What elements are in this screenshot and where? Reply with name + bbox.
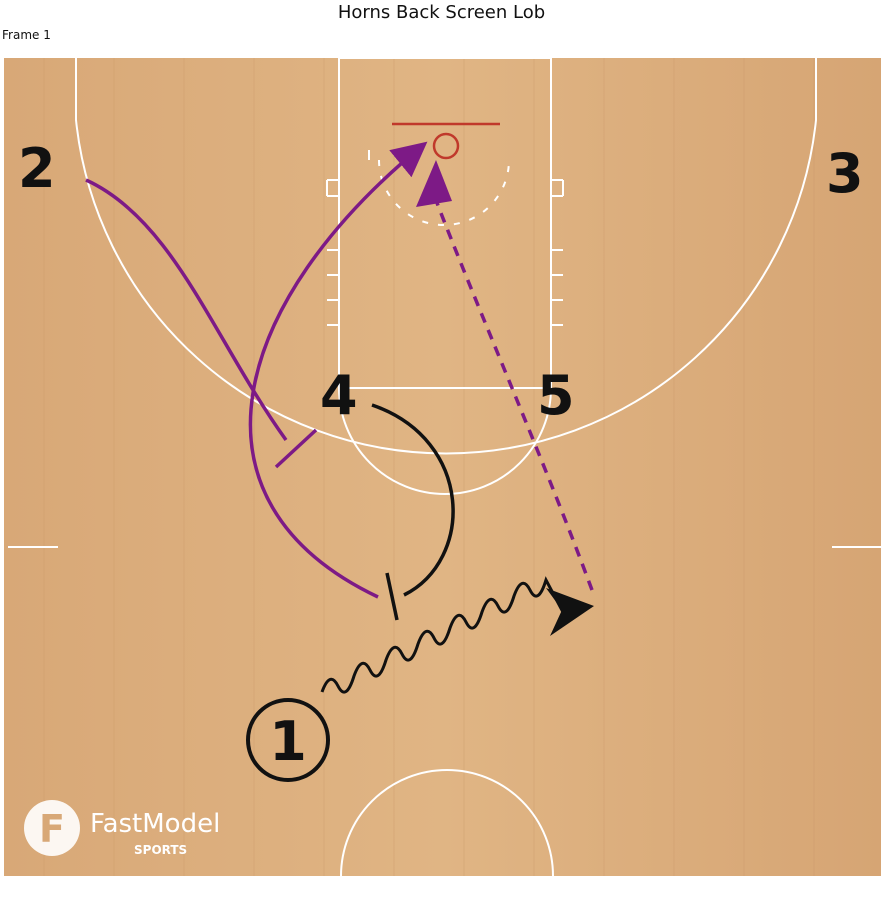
pass-path xyxy=(432,194,594,591)
screen-bar-1 xyxy=(385,572,399,621)
fastmodel-logo-icon xyxy=(24,800,80,856)
logo-letter: F xyxy=(39,807,65,851)
center-circle xyxy=(340,769,554,876)
player-3: 3 xyxy=(826,142,864,205)
cut-path-lob xyxy=(248,141,428,599)
brand-name: FastModel xyxy=(90,809,220,839)
rim xyxy=(432,132,460,160)
wood-grain xyxy=(43,58,815,876)
basketball-court: 2 3 4 5 1 F FastModel SPORTS xyxy=(4,58,881,876)
frame-label: Frame 1 xyxy=(2,28,51,42)
player-2: 2 xyxy=(18,137,56,200)
three-point-line xyxy=(75,58,817,455)
fastmodel-logo: F FastModel SPORTS xyxy=(24,800,220,857)
free-throw-circle xyxy=(338,387,552,495)
dribble-arrow-head xyxy=(546,588,594,636)
player-1: 1 xyxy=(269,710,307,773)
dribble-path xyxy=(320,576,566,694)
pass-arrow-head xyxy=(416,160,452,207)
restricted-arc xyxy=(378,159,510,226)
screen-bar-4 xyxy=(274,428,318,469)
brand-sub: SPORTS xyxy=(134,843,187,857)
player-5: 5 xyxy=(537,364,575,427)
paint-lane xyxy=(338,58,552,389)
ball-handler-circle xyxy=(246,698,330,782)
screen-path-player-4 xyxy=(371,403,455,597)
court-lines xyxy=(8,58,881,876)
cut-path-player-2 xyxy=(85,178,288,442)
player-4: 4 xyxy=(320,364,358,427)
diagram-title: Horns Back Screen Lob xyxy=(337,2,546,23)
